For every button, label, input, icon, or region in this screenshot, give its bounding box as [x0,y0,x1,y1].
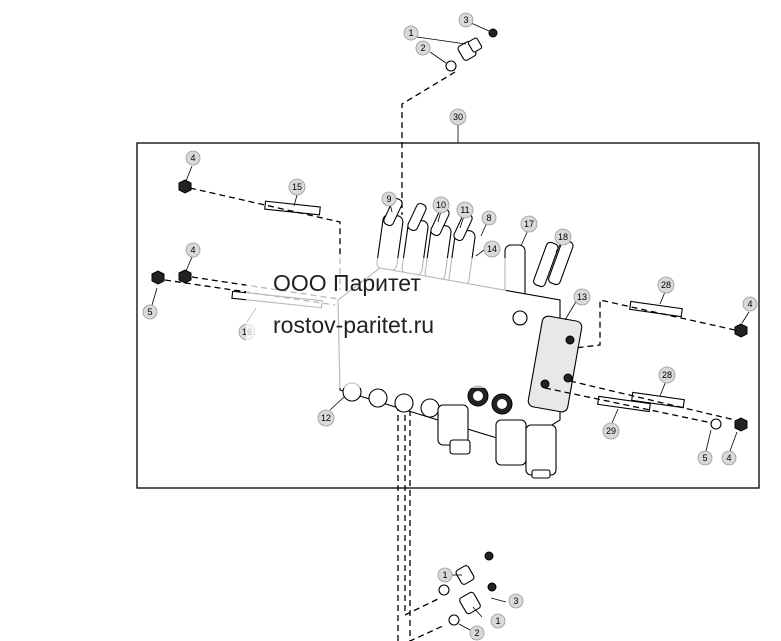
callout-4-left-mid: 4 [185,242,201,258]
callout-15: 15 [288,178,306,196]
callout-9: 9 [381,191,397,207]
watermark-company: ООО Паритет [273,270,421,296]
callout-13: 13 [573,288,591,306]
svg-text:1: 1 [442,570,447,580]
svg-text:28: 28 [662,370,672,380]
callout-28-lower: 28 [658,366,676,384]
svg-text:5: 5 [147,307,152,317]
svg-text:1: 1 [408,28,413,38]
callout-4-right-upper: 4 [742,296,758,312]
svg-text:5: 5 [702,453,707,463]
svg-text:2: 2 [474,628,479,638]
callout-30: 30 [449,108,467,126]
callout-5-right: 5 [697,450,713,466]
watermark-backdrop [246,258,506,388]
callout-2-bottom: 2 [469,625,485,641]
svg-text:29: 29 [606,426,616,436]
svg-text:4: 4 [190,245,195,255]
callout-4-right-lower: 4 [721,450,737,466]
svg-text:2: 2 [420,43,425,53]
svg-text:17: 17 [524,219,534,229]
svg-text:12: 12 [321,413,331,423]
svg-text:9: 9 [386,194,391,204]
svg-text:4: 4 [747,299,752,309]
watermark-site: rostov-paritet.ru [273,312,435,338]
svg-text:30: 30 [453,112,463,122]
callout-3-bottom: 3 [508,593,524,609]
svg-text:13: 13 [577,292,587,302]
callout-5-left: 5 [142,304,158,320]
callout-29: 29 [602,422,620,440]
svg-text:15: 15 [292,182,302,192]
callout-4-upper-left: 4 [185,150,201,166]
callout-12: 12 [317,409,335,427]
callout-17: 17 [520,215,538,233]
callout-8: 8 [481,210,497,226]
callout-14: 14 [483,240,501,258]
svg-text:4: 4 [190,153,195,163]
svg-text:8: 8 [486,213,491,223]
svg-text:4: 4 [726,453,731,463]
svg-text:14: 14 [487,244,497,254]
callout-1-top: 1 [403,25,419,41]
callout-28-upper: 28 [657,276,675,294]
callout-10: 10 [432,196,450,214]
svg-text:10: 10 [436,200,446,210]
svg-text:3: 3 [463,15,468,25]
callout-3-top: 3 [458,12,474,28]
callout-2-top: 2 [415,40,431,56]
svg-text:1: 1 [495,616,500,626]
svg-text:3: 3 [513,596,518,606]
top-fitting [445,28,498,72]
svg-text:18: 18 [558,232,568,242]
callout-11: 11 [456,201,474,219]
svg-text:28: 28 [661,280,671,290]
callout-1-bottom-upper: 1 [437,567,453,583]
callout-1-bottom-lower: 1 [490,613,506,629]
callout-18: 18 [554,228,572,246]
bottom-fitting [438,551,497,626]
svg-text:11: 11 [460,205,469,215]
assembly-frame [136,142,760,489]
